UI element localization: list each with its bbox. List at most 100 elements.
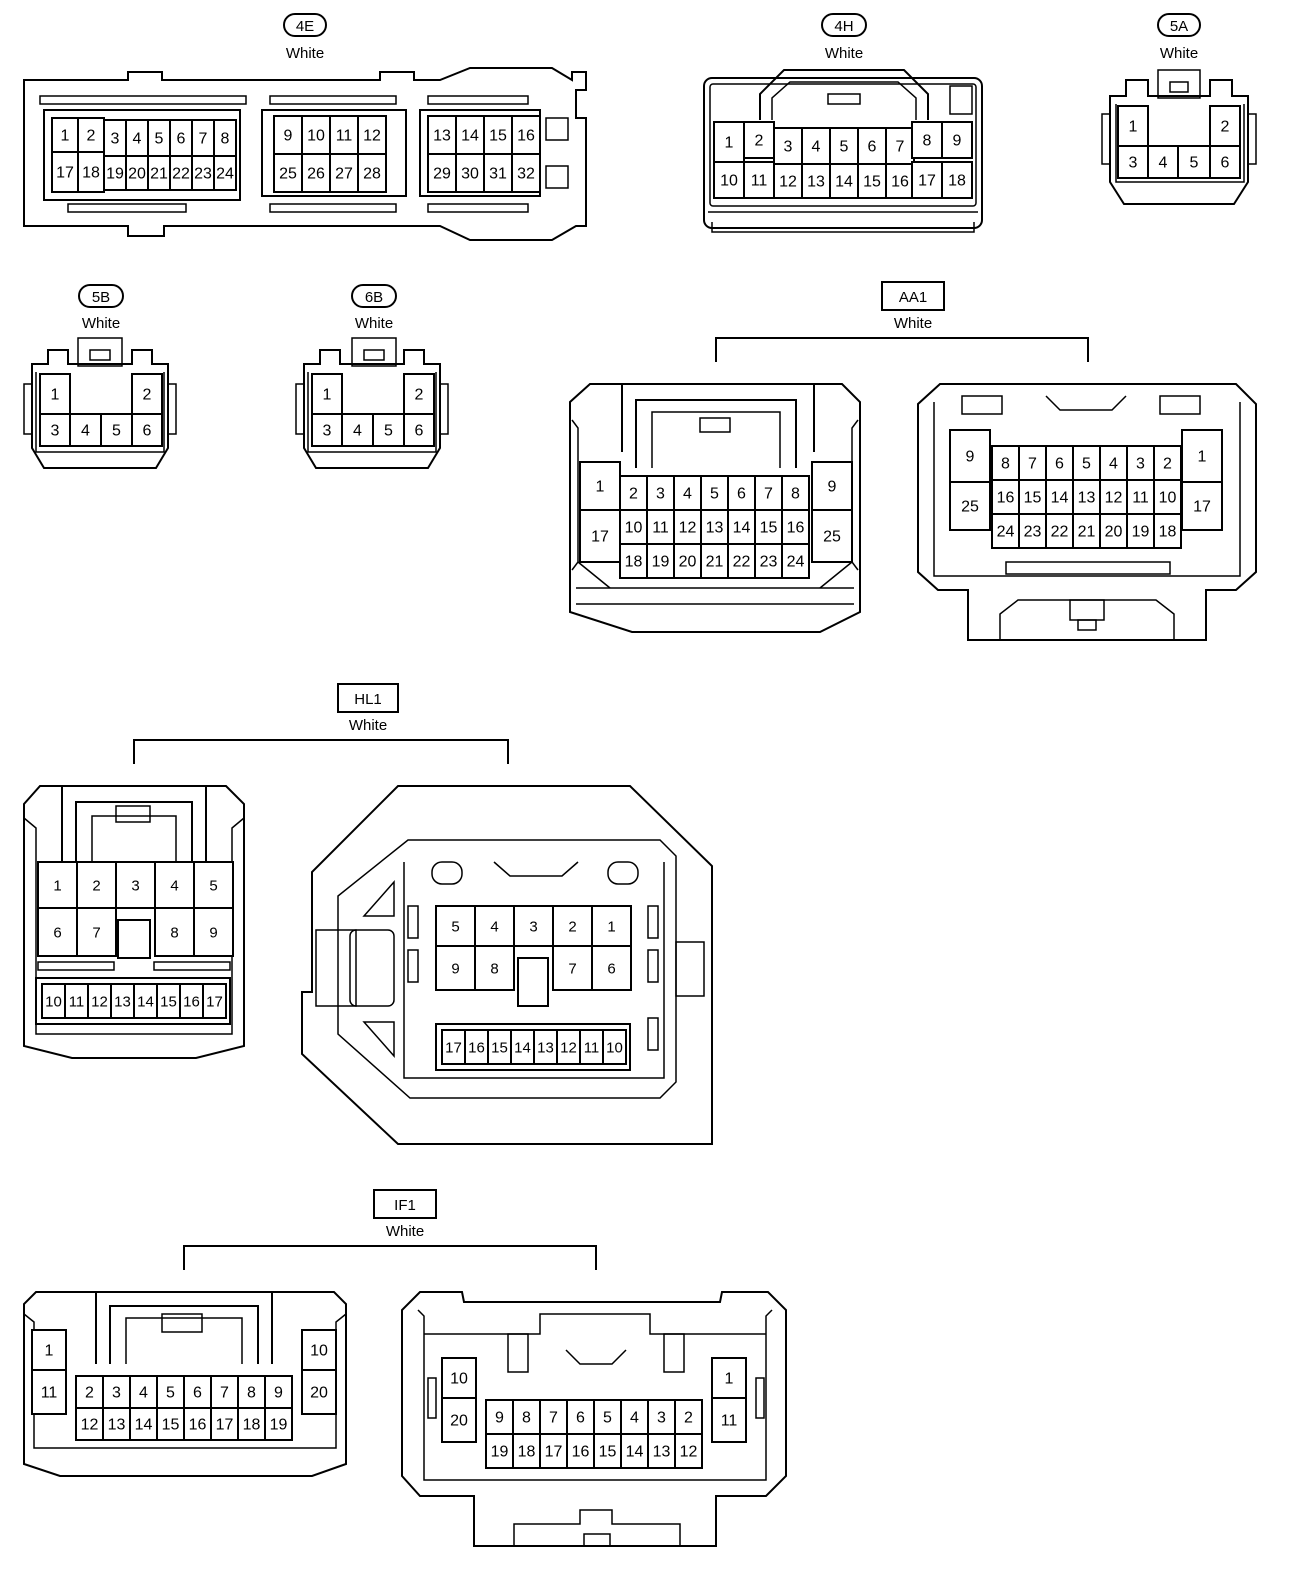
connector-aa1-left-latch [635,399,797,468]
pin-cavity [39,373,71,415]
pin-number: 20 [310,1385,328,1402]
pin-cavity [474,945,515,991]
pin-number: 6 [868,139,877,156]
pin-number: 1 [1198,449,1207,466]
pin-number: 6 [415,423,424,440]
pin-number: 1 [323,387,332,404]
connector-aa1-right-foot-lock [1077,619,1097,631]
pin-number: 20 [679,554,697,571]
connector-4e-tag-oval [283,13,327,37]
pin-number: 4 [683,486,692,503]
connector-hl1-right-slot [647,949,659,983]
connector-4e-latch [545,117,569,141]
connector-4h-code: 4H [834,18,853,35]
pin-number: 9 [209,925,217,942]
pin-cavity [329,153,359,193]
pin-cavity [1018,513,1047,549]
pin-cavity [511,153,541,193]
connector-aa1-bracket [715,337,1089,362]
connector-aa1-right-key [1159,395,1201,415]
pin-number: 1 [607,919,615,936]
pin-cavity [539,1399,568,1435]
pin-cavity [539,1433,568,1469]
connector-4e-color: White [286,45,324,62]
pin-number: 13 [114,994,131,1011]
connector-4h-inner [709,83,977,207]
pin-number: 2 [92,878,100,895]
pin-number: 5 [384,423,393,440]
connector-hl1-tag-box [337,683,399,713]
connector-hl1-left-latch-inner [91,815,177,862]
pin-cavity [131,413,163,447]
pin-number: 17 [918,173,936,190]
connector-5b-code: 5B [92,289,110,306]
connector-hl1-right-lock [493,861,579,877]
pin-cavity [773,163,803,199]
pin-number: 8 [522,1410,531,1427]
connector-if1-right-key [507,1333,529,1373]
connector-4h-lock [827,93,861,105]
pin-number: 13 [1078,490,1096,507]
pin-number: 5 [603,1410,612,1427]
pin-cavity [991,513,1020,549]
connector-5a-color: White [1160,45,1198,62]
pin-number: 3 [1136,456,1145,473]
connector-if1-left-latch [109,1305,259,1364]
pin-number: 7 [549,1410,558,1427]
connector-4h-latch-inner [771,81,917,120]
pin-number: 1 [53,878,61,895]
pin-number: 13 [108,1417,126,1434]
pin-number: 12 [91,994,108,1011]
pin-number: 9 [495,1410,504,1427]
connector-aa1-right-housing [917,383,1257,641]
pin-number: 10 [450,1371,468,1388]
pin-number: 4 [170,878,178,895]
pin-number: 8 [247,1385,256,1402]
pin-number: 21 [706,554,724,571]
pin-number: 2 [684,1410,693,1427]
pin-cavity [857,163,887,199]
pin-number: 15 [863,174,881,191]
pin-number: 1 [596,479,605,496]
pin-cavity [341,413,374,447]
pin-cavity [1153,479,1182,515]
connector-if1-right-lock [565,1349,627,1365]
connector-if1-right-key [663,1333,685,1373]
pin-number: 13 [653,1444,671,1461]
pin-cavity [357,153,387,193]
pin-number: 11 [1132,490,1149,507]
connector-hl1-right-key [607,861,639,885]
connector-hl1-right-slot [647,905,659,939]
connector-aa1-code: AA1 [899,289,927,306]
connector-hl1-right-guide [362,880,395,1058]
pin-cavity [811,461,853,511]
pin-cavity [213,155,237,191]
pin-number: 4 [812,139,821,156]
pin-number: 22 [733,554,751,571]
pin-number: 9 [451,961,459,978]
pin-number: 4 [133,131,142,148]
connector-aa1-right-lock [1045,395,1127,411]
pin-cavity [1147,145,1179,179]
connector-if1-left-inner [23,1313,347,1449]
pin-cavity [156,1407,185,1441]
pin-number: 3 [323,423,332,440]
pin-number: 4 [630,1410,639,1427]
pin-number: 13 [537,1040,554,1057]
pin-cavity [591,905,632,947]
pin-number: 15 [162,1417,180,1434]
pin-number: 6 [193,1385,202,1402]
pin-number: 6 [177,131,186,148]
connector-4e-latch [545,165,569,189]
connector-if1-left-housing [23,1291,347,1477]
pin-number: 13 [433,128,451,145]
connector-aa1-left-housing [569,383,861,633]
pin-cavity [646,543,675,579]
connector-hl1-right-inner [337,839,677,1099]
connector-hl1-left-rib [37,961,115,971]
